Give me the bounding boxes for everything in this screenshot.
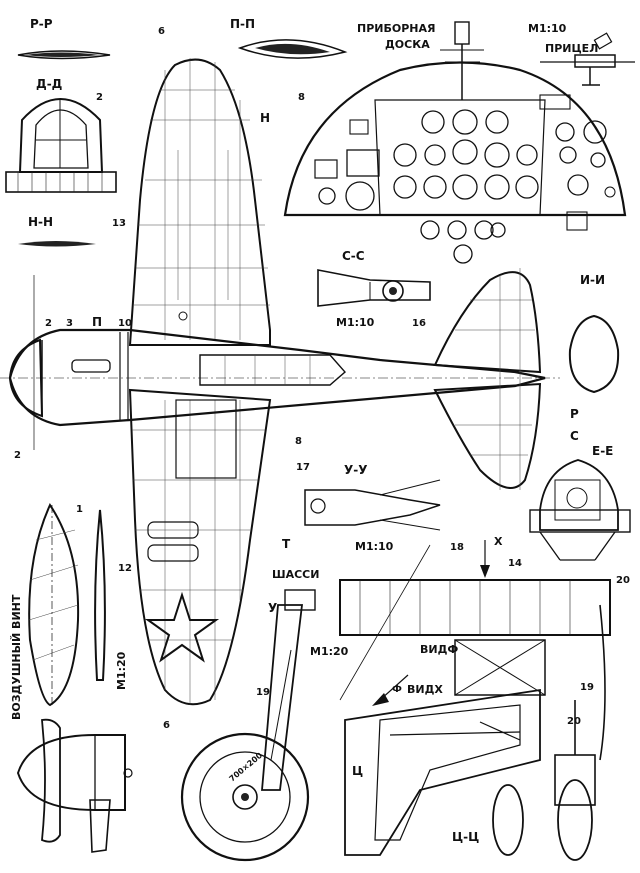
fuselage-outline bbox=[8, 328, 546, 427]
section-label-cc: С-С bbox=[342, 249, 365, 263]
section-nn bbox=[18, 241, 96, 247]
section-label-dd: Д-Д bbox=[36, 77, 62, 91]
aircraft-plan-view bbox=[0, 58, 560, 706]
lower-wing-ribs bbox=[132, 400, 265, 705]
callout-19a: 19 bbox=[256, 687, 270, 698]
view-x-label: ВИДХ bbox=[407, 683, 443, 696]
red-star-insignia bbox=[144, 591, 220, 663]
callout-14: 14 bbox=[508, 558, 522, 569]
section-label-cc2: Ц-Ц bbox=[452, 830, 479, 844]
sight-title: ПРИЦЕЛ bbox=[545, 42, 598, 55]
callout-18: 18 bbox=[450, 542, 464, 553]
callout-2c: 2 bbox=[14, 450, 21, 461]
section-label-uu: У-У bbox=[344, 463, 367, 477]
callout-20b: 20 bbox=[567, 716, 581, 727]
callout-10: 10 bbox=[118, 318, 132, 329]
propeller-views bbox=[16, 502, 133, 853]
x-arrow-label: Х bbox=[494, 535, 503, 548]
callout-8a: 8 bbox=[298, 92, 305, 103]
callout-13: 13 bbox=[112, 218, 126, 229]
section-marker-c: Ц bbox=[352, 764, 363, 778]
section-marker-r: Р bbox=[570, 407, 579, 421]
chassis-scale: М1:20 bbox=[310, 645, 349, 658]
callout-2b: 2 bbox=[45, 318, 52, 329]
tyre-size-label: 700×200 bbox=[228, 751, 265, 784]
section-label-ee: Е-Е bbox=[592, 444, 613, 458]
panel-title-line2: ДОСКА bbox=[385, 38, 430, 51]
section-label-ii: И-И bbox=[580, 273, 605, 287]
panel-title-line1: ПРИБОРНАЯ bbox=[357, 22, 435, 35]
upper-wing-ribs bbox=[134, 58, 270, 340]
callout-20a: 20 bbox=[616, 575, 630, 586]
callout-16: 16 bbox=[412, 318, 426, 329]
section-dd-frame bbox=[5, 98, 117, 193]
sight-scale: М1:10 bbox=[528, 22, 567, 35]
section-label-nn: Н-Н bbox=[28, 215, 53, 229]
section-marker-t: Т bbox=[282, 537, 291, 551]
section-uu bbox=[304, 479, 441, 531]
callout-8b: 8 bbox=[295, 436, 302, 447]
view-f-label: ВИДФ bbox=[420, 643, 458, 656]
callout-6b: 6 bbox=[163, 720, 170, 731]
callout-2a: 2 bbox=[96, 92, 103, 103]
section-cc bbox=[317, 269, 431, 307]
chassis-title: ШАССИ bbox=[272, 568, 319, 581]
section-marker-n: Н bbox=[260, 111, 270, 125]
section-marker-p: П bbox=[92, 315, 102, 329]
callout-19b: 19 bbox=[580, 682, 594, 693]
panel-gauges bbox=[318, 109, 607, 264]
instrument-panel bbox=[283, 21, 627, 264]
section-rr bbox=[17, 50, 111, 60]
callout-6a: 6 bbox=[158, 26, 165, 37]
section-label-pp: П-П bbox=[230, 17, 255, 31]
propeller-title: ВОЗДУШНЫЙ ВИНТ bbox=[10, 594, 23, 720]
uu-scale: М1:10 bbox=[355, 540, 394, 553]
lower-wing-outline bbox=[128, 388, 272, 706]
callout-1: 1 bbox=[76, 504, 83, 515]
tailplane-upper bbox=[433, 271, 542, 374]
section-pp bbox=[237, 39, 348, 59]
cc-scale: М1:10 bbox=[336, 316, 375, 329]
upper-wing-outline bbox=[128, 58, 271, 346]
tailplane-lower bbox=[433, 382, 542, 489]
gunsight bbox=[540, 32, 635, 86]
section-marker-u: У bbox=[268, 601, 277, 615]
section-ii-egg bbox=[568, 314, 620, 394]
section-ee bbox=[529, 459, 631, 561]
section-marker-s: С bbox=[570, 429, 579, 443]
callout-3: 3 bbox=[66, 318, 73, 329]
landing-gear bbox=[180, 540, 611, 862]
callout-17: 17 bbox=[296, 462, 310, 473]
section-label-rr: Р-Р bbox=[30, 17, 53, 31]
callout-12: 12 bbox=[118, 563, 132, 574]
f-arrow-label: Ф bbox=[392, 684, 402, 695]
propeller-scale: М1:20 bbox=[115, 651, 128, 690]
